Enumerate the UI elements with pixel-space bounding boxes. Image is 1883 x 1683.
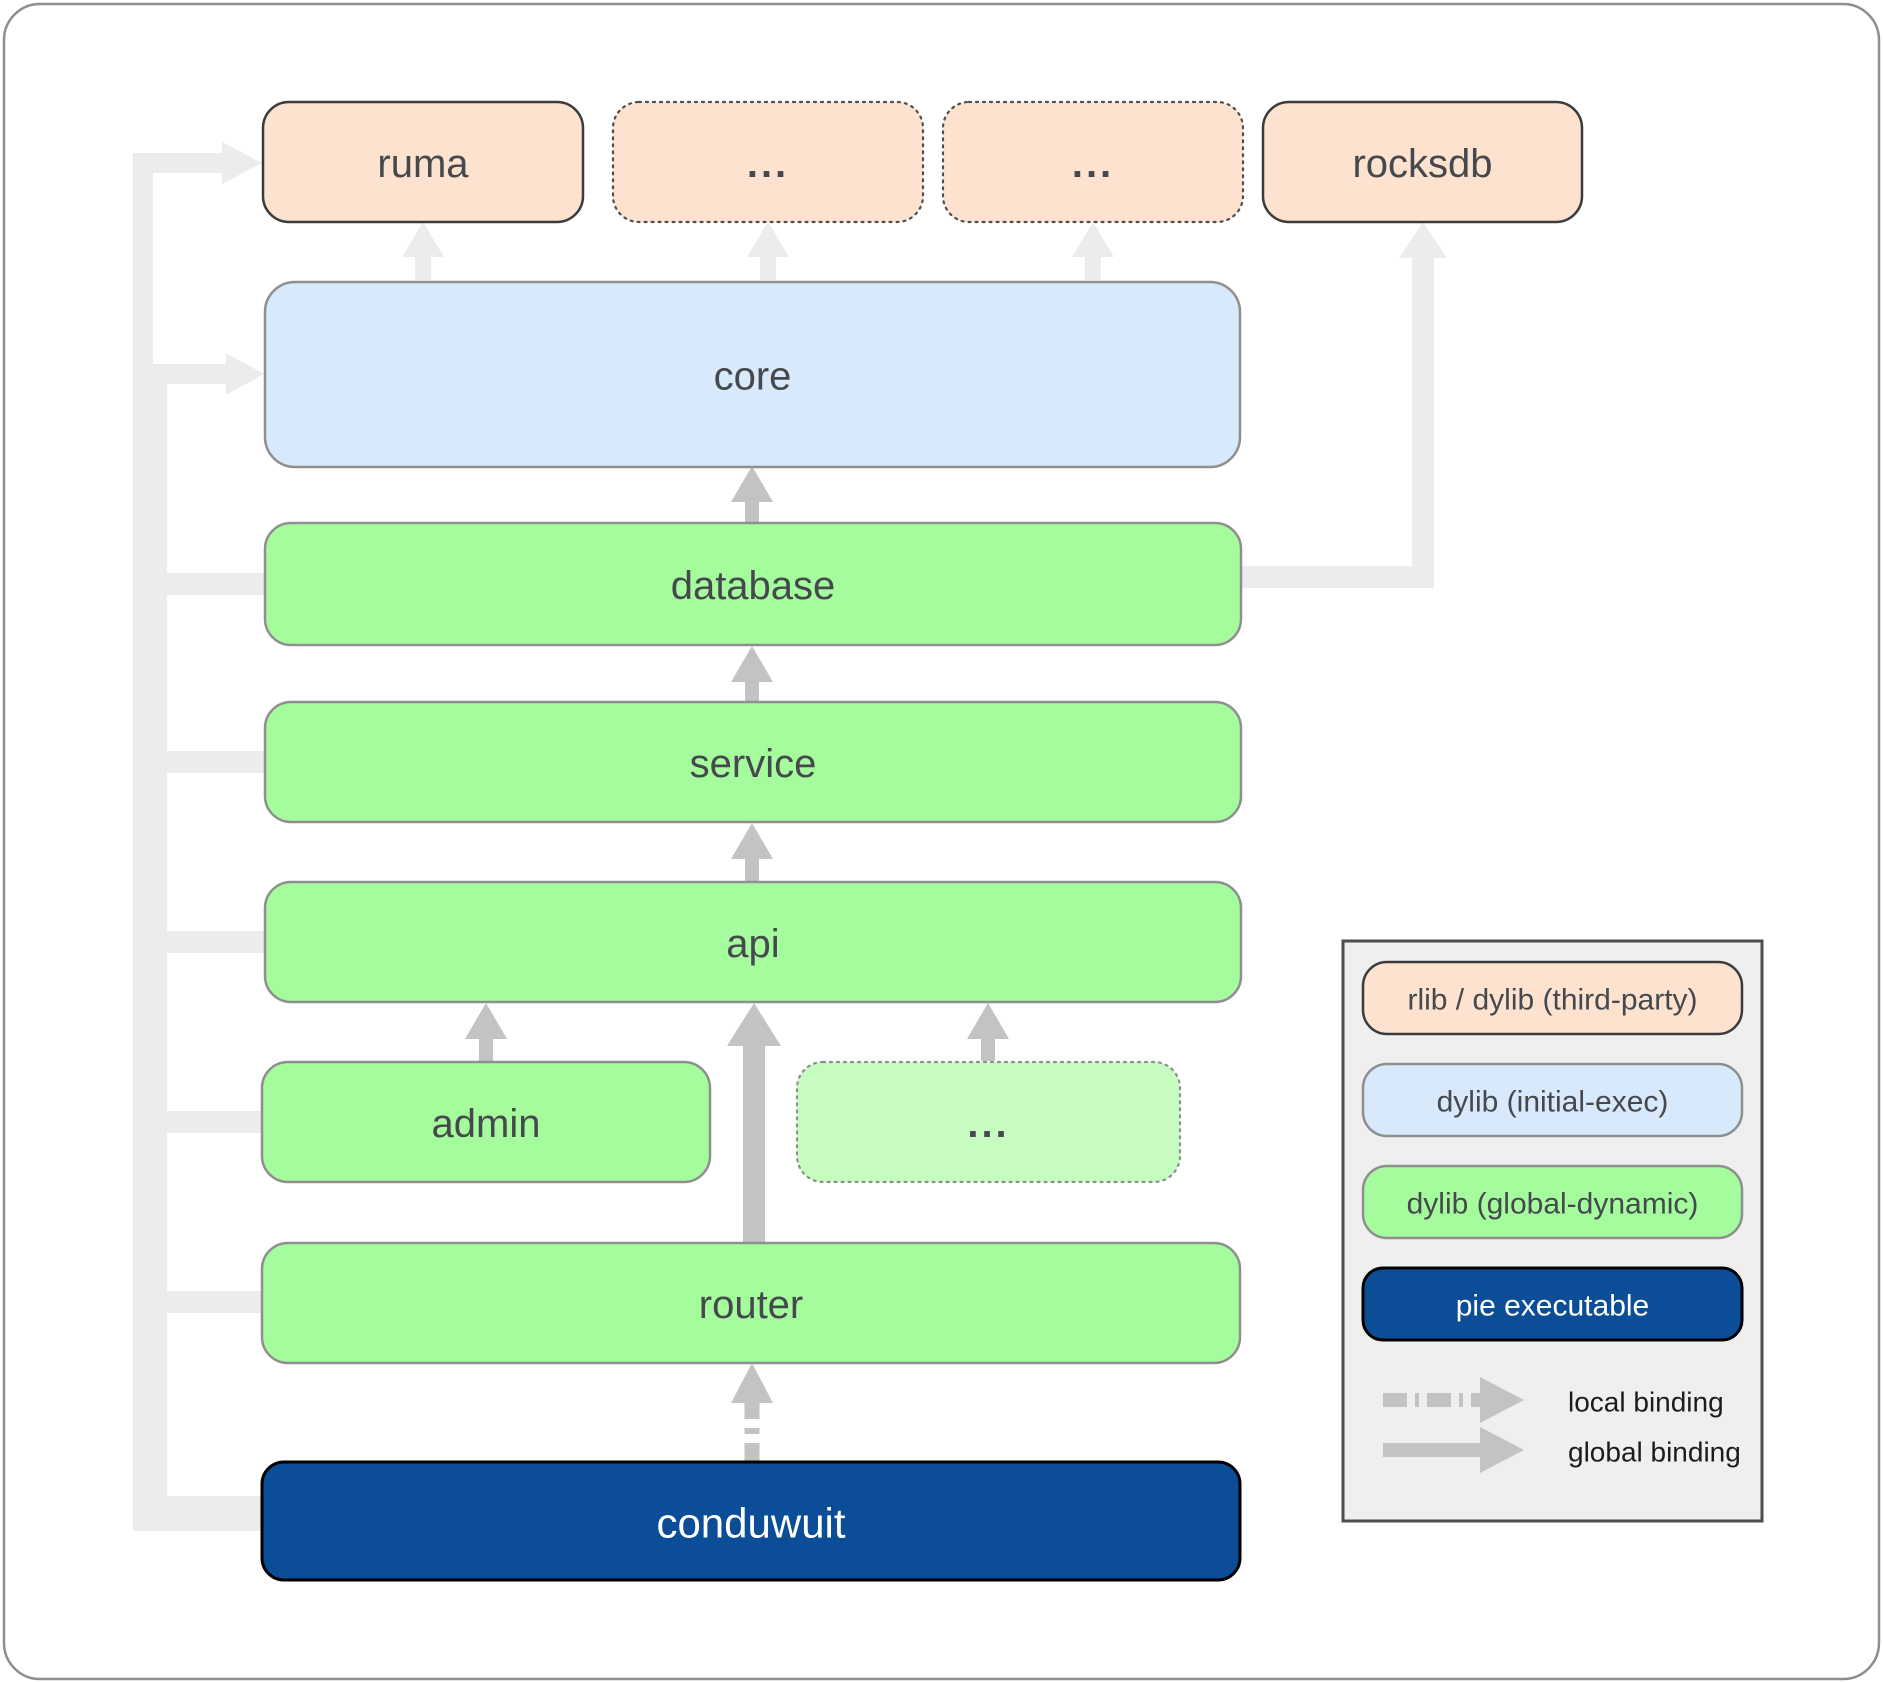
node-ruma [261,100,585,224]
edge-core-to-ruma-head [402,222,444,257]
legend-local-binding-label: local binding [1568,1387,1724,1418]
edge-core-to-ellipsis-1-head [747,222,789,257]
legend-global-binding-arrow-head [1480,1427,1524,1473]
node-label-api: api [726,922,779,966]
legend-global-binding-label: global binding [1568,1437,1741,1468]
edge-router-to-api-head [727,1003,781,1046]
node-label-service: service [690,742,817,786]
bus-arrowhead-core [226,353,264,395]
node-label-conduwuit: conduwuit [656,1500,845,1547]
node-conduwuit [260,1460,1242,1582]
edge-ellipsis-mid-to-api-head [967,1003,1009,1039]
node-rocksdb [1261,100,1584,224]
bus-arrowhead-ruma [222,142,262,184]
edge-core-to-ellipsis-2-head [1072,222,1114,257]
node-router [260,1241,1242,1365]
legend-local-binding-arrow-head [1480,1377,1524,1423]
node-label-thirdparty: rlib / dylib (third-party) [1407,984,1697,1017]
node-label-initial-exec: dylib (initial-exec) [1437,1086,1669,1119]
edge-api-to-service-head [731,823,773,859]
edge-admin-to-api-head [465,1003,507,1039]
edge-database-to-rocksdb-elbow [1241,252,1434,588]
node-global-dynamic [1361,1164,1744,1240]
node-label-ellipsis-top-2: ... [1072,142,1114,186]
node-label-router: router [699,1283,804,1327]
node-label-global-dynamic: dylib (global-dynamic) [1407,1188,1699,1221]
node-core [263,280,1242,469]
node-database [263,521,1243,647]
node-label-core: core [714,355,792,399]
node-label-admin: admin [432,1102,541,1146]
node-pie-executable [1361,1266,1744,1342]
bus-trunk-outer [133,153,262,1531]
node-api [263,880,1243,1004]
node-thirdparty [1361,960,1744,1036]
node-service [263,700,1243,824]
node-ellipsis-top-1 [611,100,925,224]
node-label-ellipsis-top-1: ... [747,142,789,186]
node-label-pie-executable: pie executable [1456,1290,1649,1323]
edge-database-to-core-head [731,466,773,502]
node-admin [260,1060,712,1184]
node-initial-exec [1361,1062,1744,1138]
edge-service-to-database-head [731,646,773,682]
node-ellipsis-mid [795,1060,1182,1184]
node-label-database: database [671,564,836,608]
node-label-ellipsis-mid: ... [967,1102,1009,1146]
edge-database-to-rocksdb-head [1399,222,1447,258]
node-label-rocksdb: rocksdb [1352,142,1492,186]
node-label-ruma: ruma [377,142,469,186]
node-ellipsis-top-2 [941,100,1245,224]
edge-conduwuit-to-router-head [731,1363,773,1403]
